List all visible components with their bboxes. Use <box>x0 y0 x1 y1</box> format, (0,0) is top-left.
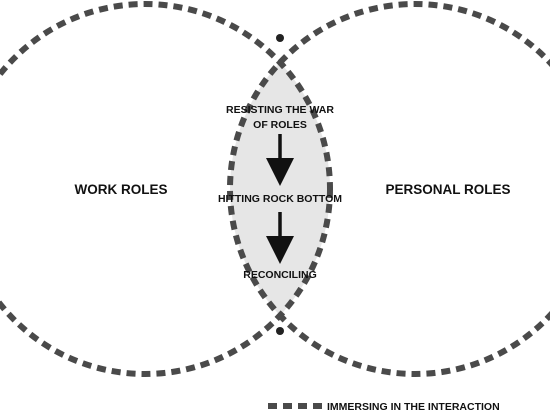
stage-reconciling: RECONCILING <box>243 269 317 281</box>
legend-label: IMMERSING IN THE INTERACTION <box>327 401 500 413</box>
work-roles-circle <box>0 1 333 377</box>
stage-resisting-line2: OF ROLES <box>253 119 307 131</box>
stage-resisting-line1: RESISTING THE WAR <box>226 104 334 116</box>
stage-hitting-rock-bottom: HITTING ROCK BOTTOM <box>218 193 342 205</box>
personal-roles-label: PERSONAL ROLES <box>385 182 510 197</box>
personal-roles-circle <box>227 1 550 377</box>
intersection-dot-bottom <box>276 327 284 335</box>
intersection-dot-top <box>276 34 284 42</box>
work-roles-label: WORK ROLES <box>75 182 168 197</box>
